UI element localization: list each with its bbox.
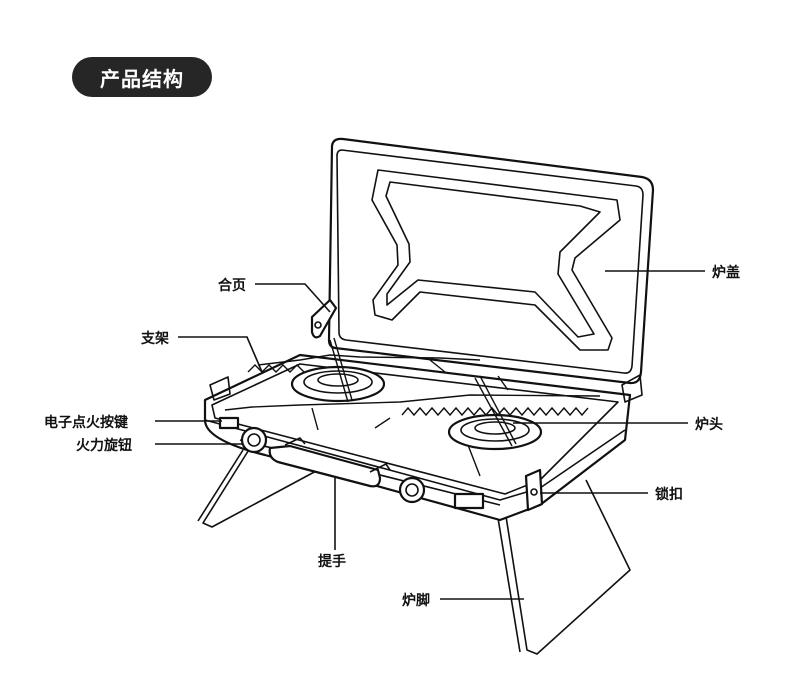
carry-handle [268, 437, 391, 488]
label-lid: 炉盖 [712, 264, 740, 281]
hinge-part [310, 298, 338, 339]
flame-knob-right [398, 476, 426, 504]
support-racks [224, 354, 601, 477]
label-handle: 提手 [318, 553, 346, 570]
stove-legs [197, 447, 631, 655]
stove-lid [327, 137, 655, 385]
latch-part [524, 468, 544, 512]
flame-knob-left [240, 426, 268, 454]
ignition-button-right [453, 492, 485, 510]
label-flame-knob: 火力旋钮 [76, 437, 132, 454]
left-burner [290, 337, 386, 403]
label-legs: 炉脚 [402, 592, 430, 609]
label-ignition-button: 电子点火按键 [44, 414, 129, 431]
label-hinge: 合页 [218, 277, 246, 294]
leader-lines [155, 270, 705, 600]
label-support: 支架 [140, 330, 169, 347]
label-latch: 锁扣 [655, 486, 683, 503]
ignition-button-shape [218, 416, 240, 430]
label-burner: 炉头 [695, 416, 723, 433]
section-title: 产品结构 [72, 57, 212, 97]
